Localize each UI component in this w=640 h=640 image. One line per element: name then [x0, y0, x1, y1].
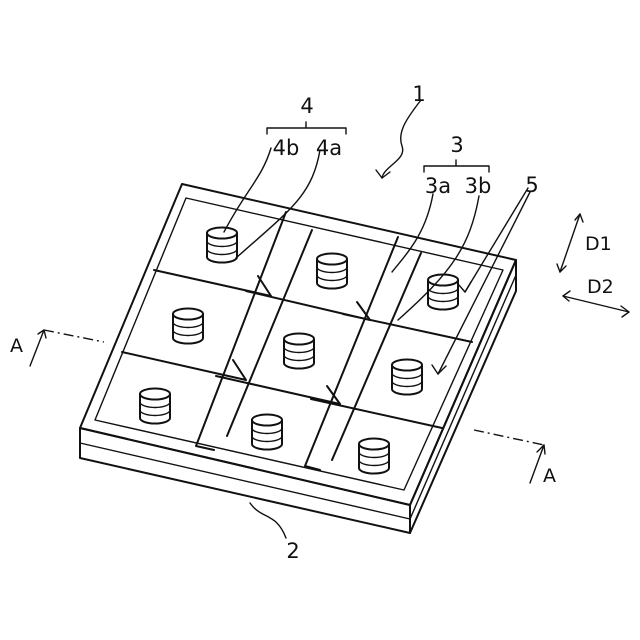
cylinder-stack — [428, 275, 458, 310]
cylinder-stack — [392, 360, 422, 395]
label-stack-a: 4a — [316, 136, 342, 160]
cylinder-stack — [140, 389, 170, 424]
partition-bracket — [424, 160, 489, 172]
label-direction-1: D1 — [585, 233, 612, 255]
label-partition: 3 — [450, 133, 463, 157]
cylinder-stack — [359, 439, 389, 474]
cylinder-stack — [207, 228, 237, 263]
label-direction-2: D2 — [587, 276, 614, 298]
direction-arrows — [557, 214, 629, 317]
label-tray: 1 — [412, 82, 425, 106]
cylinder-stack — [317, 254, 347, 289]
label-section-right: A — [543, 465, 556, 487]
label-pocket: 5 — [525, 173, 538, 197]
label-stack: 4 — [300, 94, 313, 118]
label-stack-b: 4b — [273, 136, 300, 160]
stack-bracket — [267, 122, 346, 134]
cylinder-stack — [252, 415, 282, 450]
cylinder-stack — [284, 334, 314, 369]
label-partition-b: 3b — [465, 174, 492, 198]
label-section-left: A — [10, 335, 23, 357]
cylinder-stack — [173, 309, 203, 344]
label-base: 2 — [286, 539, 299, 563]
label-partition-a: 3a — [425, 174, 451, 198]
